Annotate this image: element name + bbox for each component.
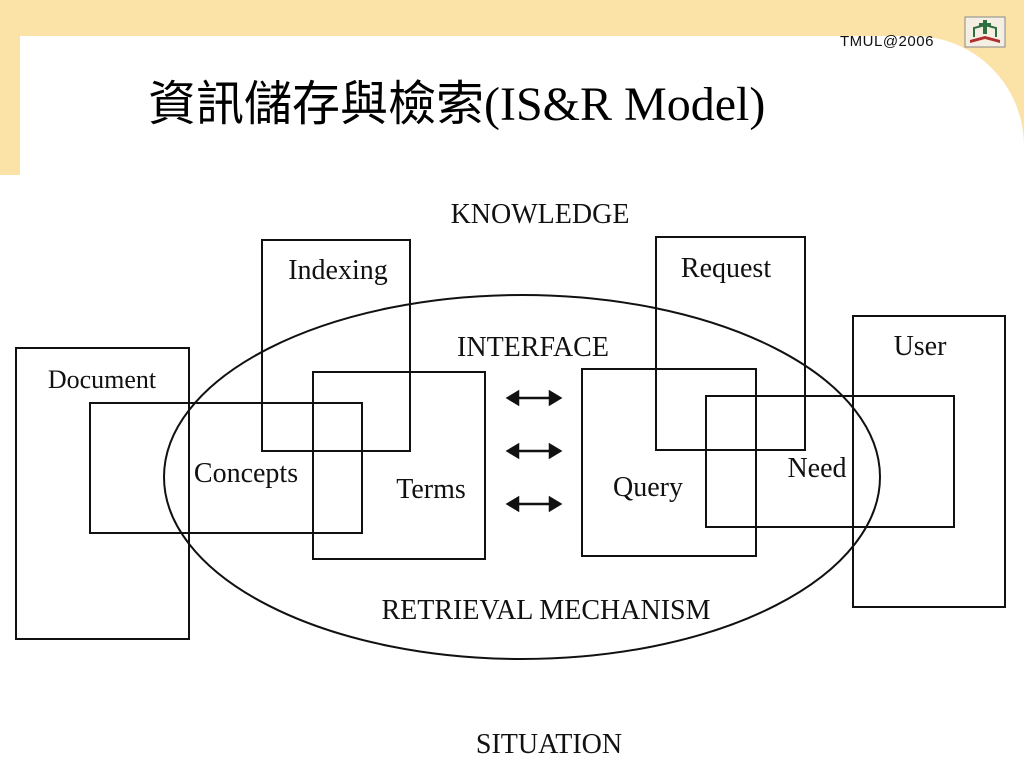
request-label: Request — [681, 253, 771, 284]
double-headed-arrow-icon — [505, 389, 563, 407]
terms-label: Terms — [396, 474, 466, 505]
retrieval-ellipse — [163, 294, 881, 660]
indexing-box — [261, 239, 411, 452]
query-label: Query — [613, 472, 683, 503]
retrieval-mechanism-label: RETRIEVAL MECHANISM — [381, 595, 710, 626]
double-headed-arrow-icon — [505, 495, 563, 513]
slide-title: 資訊儲存與檢索(IS&R Model) — [148, 78, 766, 131]
terms-box — [312, 371, 486, 560]
double-headed-arrow-icon — [505, 442, 563, 460]
header-card — [20, 36, 1024, 175]
interface-label: INTERFACE — [457, 332, 609, 363]
user-label: User — [894, 331, 948, 362]
user-box — [852, 315, 1006, 608]
situation-label: SITUATION — [476, 729, 622, 760]
query-box — [581, 368, 757, 557]
concepts-box — [89, 402, 363, 534]
library-logo-icon — [964, 16, 1006, 48]
need-box — [705, 395, 955, 528]
copyright-text: TMUL@2006 — [840, 33, 934, 50]
request-box — [655, 236, 806, 451]
indexing-label: Indexing — [288, 255, 388, 286]
need-label: Need — [787, 453, 846, 484]
isr-model-diagram: KNOWLEDGE INTERFACE RETRIEVAL MECHANISM … — [15, 199, 1006, 760]
knowledge-label: KNOWLEDGE — [451, 199, 630, 230]
concepts-label: Concepts — [194, 458, 298, 489]
document-box — [15, 347, 190, 640]
document-label: Document — [48, 365, 157, 394]
